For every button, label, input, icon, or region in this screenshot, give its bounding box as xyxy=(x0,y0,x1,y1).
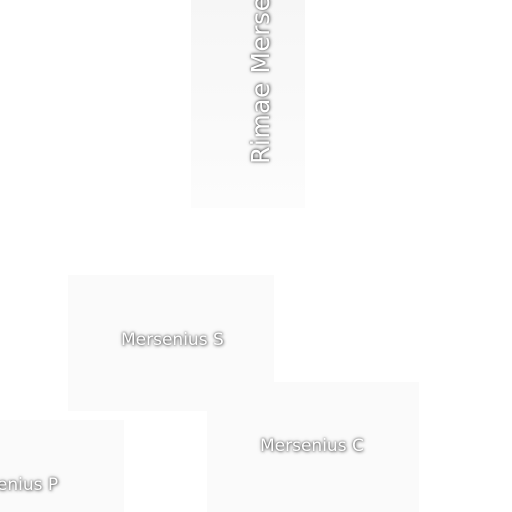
label-backdrop-mersenius-c xyxy=(207,382,419,512)
feature-label-mersenius-s: Mersenius S xyxy=(121,330,224,350)
label-backdrop-rimae xyxy=(191,0,305,208)
label-backdrop-mersenius-p xyxy=(0,420,124,512)
feature-label-rimae-mersenius: Rimae Mersen xyxy=(246,0,275,164)
feature-label-mersenius-p: senius P xyxy=(0,475,59,495)
feature-label-mersenius-c: Mersenius C xyxy=(260,436,364,456)
